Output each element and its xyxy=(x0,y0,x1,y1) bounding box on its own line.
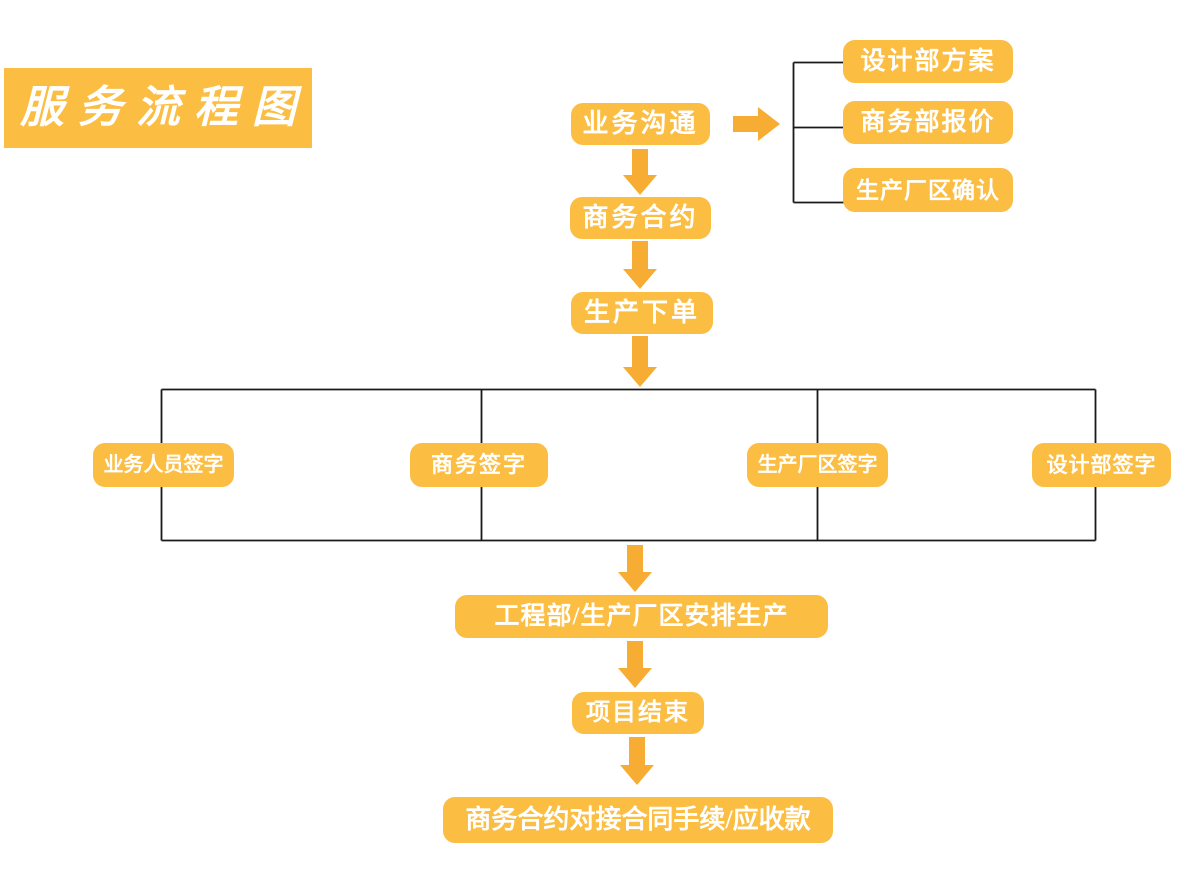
arrow-down-signatures-to-arrange xyxy=(618,545,652,592)
node-contract-followup: 商务合约对接合同手续/应收款 xyxy=(443,797,833,843)
arrow-down-end-to-followup xyxy=(620,737,654,785)
signature-bracket-lines xyxy=(160,388,1097,542)
node-production-order: 生产下单 xyxy=(571,292,713,334)
node-business-signature: 商务签字 xyxy=(410,443,548,487)
arrow-down-communication-to-contract xyxy=(623,149,657,195)
node-sales-staff-signature: 业务人员签字 xyxy=(93,443,234,487)
node-design-dept-plan: 设计部方案 xyxy=(843,40,1013,83)
arrow-right-to-branches xyxy=(733,107,780,141)
node-production-plant-confirm: 生产厂区确认 xyxy=(843,168,1013,212)
branch-bracket-lines xyxy=(792,61,846,204)
node-business-dept-quote: 商务部报价 xyxy=(843,101,1013,144)
arrow-down-arrange-to-end xyxy=(618,641,652,688)
node-business-contract: 商务合约 xyxy=(570,197,711,239)
arrow-down-order-to-signatures xyxy=(623,336,657,387)
node-business-communication: 业务沟通 xyxy=(571,103,710,145)
node-design-dept-signature: 设计部签字 xyxy=(1032,443,1171,487)
node-production-plant-signature: 生产厂区签字 xyxy=(747,443,888,487)
page-title: 服务流程图 xyxy=(4,68,312,148)
node-arrange-production: 工程部/生产厂区安排生产 xyxy=(455,595,828,638)
node-project-end: 项目结束 xyxy=(572,692,704,734)
arrow-down-contract-to-order xyxy=(623,241,657,289)
